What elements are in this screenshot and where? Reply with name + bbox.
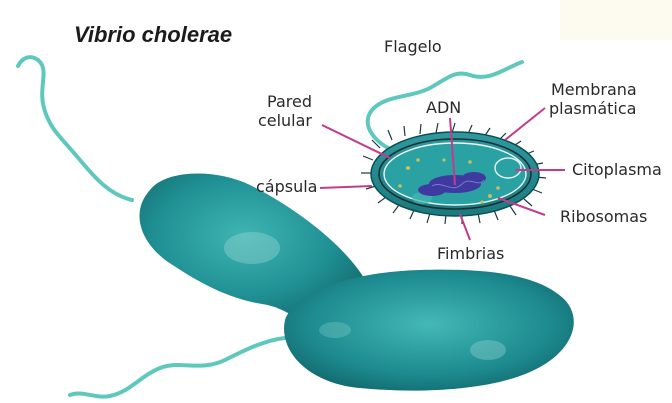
label-fimbrias: Fimbrias xyxy=(437,244,504,263)
label-capsula: cápsula xyxy=(256,177,317,196)
label-adn: ADN xyxy=(426,98,461,117)
label-membrana-plasmatica: Membrana plasmática xyxy=(549,80,637,118)
diagram-title: Vibrio cholerae xyxy=(74,22,232,48)
label-pared-line2: celular xyxy=(252,111,312,130)
label-membrana-line2: plasmática xyxy=(549,99,637,118)
label-membrana-line1: Membrana xyxy=(549,80,637,99)
label-ribosomas: Ribosomas xyxy=(560,207,647,226)
label-flagelo: Flagelo xyxy=(384,37,442,56)
label-pared-line1: Pared xyxy=(252,92,312,111)
label-citoplasma: Citoplasma xyxy=(572,160,662,179)
large-bacterium-upper-highlight xyxy=(224,232,280,264)
label-pared-celular: Pared celular xyxy=(252,92,312,130)
